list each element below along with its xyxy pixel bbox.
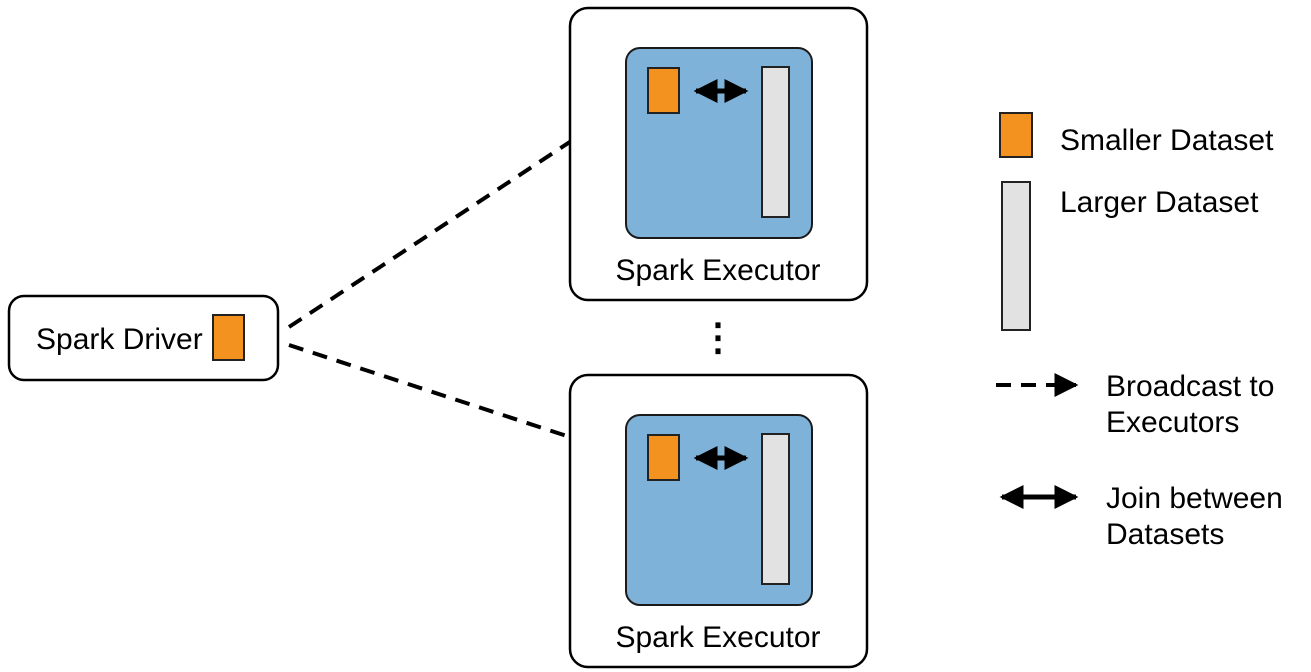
larger-dataset-bottom-icon [761, 433, 790, 585]
smaller-dataset-top-icon [647, 67, 680, 114]
spark-driver: Spark Driver [7, 294, 280, 382]
larger-dataset-top-icon [761, 66, 790, 218]
smaller-dataset-in-driver-icon [212, 314, 245, 361]
legend-join-label-line2: Datasets [1106, 518, 1224, 551]
spark-driver-label: Spark Driver [36, 323, 203, 356]
spark-driver-box [7, 294, 280, 382]
smaller-dataset-bottom-icon [647, 434, 680, 481]
spark-executor-top: Spark Executor [568, 6, 869, 302]
legend-broadcast-label-line1: Broadcast to [1106, 370, 1274, 403]
legend-larger-dataset-swatch-icon [1001, 181, 1031, 331]
legend-smaller-dataset-swatch-icon [999, 112, 1033, 158]
legend: Smaller Dataset Larger Dataset Broadcast… [996, 112, 1283, 551]
spark-executor-bottom-label: Spark Executor [615, 621, 820, 654]
legend-join-label-line1: Join between [1106, 482, 1283, 515]
broadcast-arrow-top [287, 95, 641, 329]
spark-executor-top-label: Spark Executor [615, 254, 820, 287]
legend-larger-dataset-label: Larger Dataset [1060, 186, 1259, 219]
legend-smaller-dataset-label: Smaller Dataset [1060, 124, 1274, 157]
spark-executor-bottom: Spark Executor [568, 373, 869, 669]
ellipsis: ⋮ [699, 317, 737, 359]
legend-broadcast-label-line2: Executors [1106, 406, 1239, 439]
